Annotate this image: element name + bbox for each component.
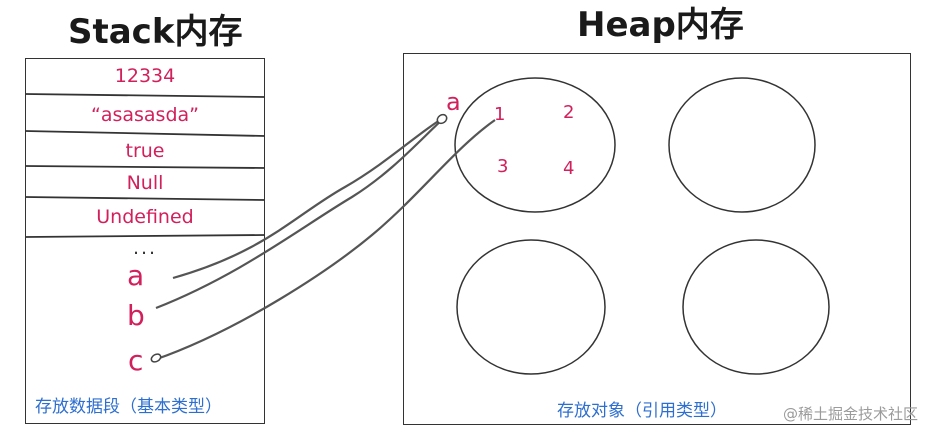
stack-divider [24, 196, 266, 201]
stack-value-null: Null [126, 172, 164, 194]
stack-value-boolean: true [125, 140, 165, 162]
stack-divider [24, 165, 266, 169]
heap-title: Heap内存 [577, 5, 744, 45]
pointer-end-marker [150, 353, 162, 363]
stack-divider [24, 234, 266, 238]
heap-object-ellipse [682, 239, 830, 375]
stack-variable-c: c [128, 344, 144, 377]
heap-object-key: 4 [563, 158, 575, 179]
heap-object-ellipse [668, 77, 816, 213]
heap-caption: 存放对象（引用类型） [557, 401, 727, 421]
stack-value-number: 12334 [114, 65, 176, 87]
heap-object-ellipse [456, 239, 606, 375]
stack-value-undefined: Undefined [96, 206, 194, 228]
stack-variable-a: a [127, 259, 145, 292]
stack-value-string: “asasasda” [90, 104, 200, 126]
stack-divider [24, 93, 266, 98]
reference-line-b [155, 117, 445, 310]
stack-value-ellipsis: ... [132, 237, 158, 259]
stack-title: Stack内存 [68, 12, 243, 52]
heap-memory-box [403, 53, 911, 425]
stack-caption: 存放数据段（基本类型） [35, 397, 222, 417]
pointer-end-marker [436, 113, 448, 125]
reference-line-c [153, 119, 496, 362]
heap-pointer-label: a [446, 88, 461, 116]
stack-memory-box [25, 58, 265, 424]
heap-object-key: 1 [494, 104, 506, 125]
heap-object-key: 3 [497, 156, 509, 177]
heap-object-ellipse [454, 77, 616, 213]
stack-variable-b: b [127, 299, 145, 332]
reference-line-a [172, 119, 441, 280]
stack-divider [24, 130, 266, 137]
watermark-text: @稀土掘金技术社区 [782, 405, 918, 423]
heap-object-key: 2 [563, 102, 575, 123]
